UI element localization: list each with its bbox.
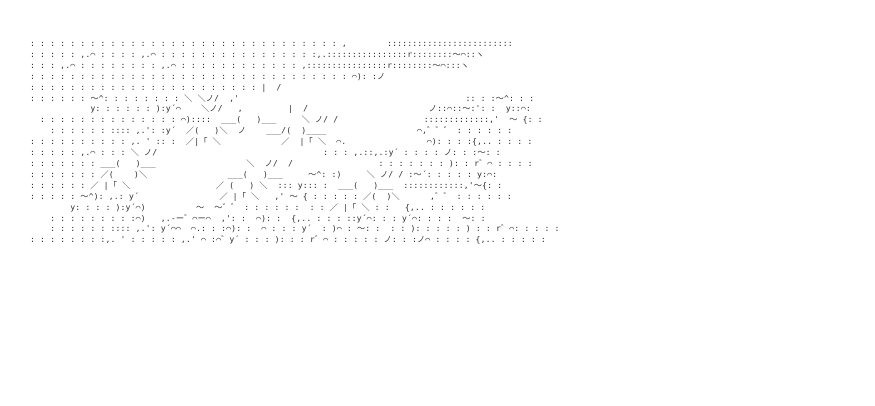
ascii-art-sun-cloud-scene: : : : : : : : : : : : : : : : : : : : : … — [30, 38, 560, 245]
